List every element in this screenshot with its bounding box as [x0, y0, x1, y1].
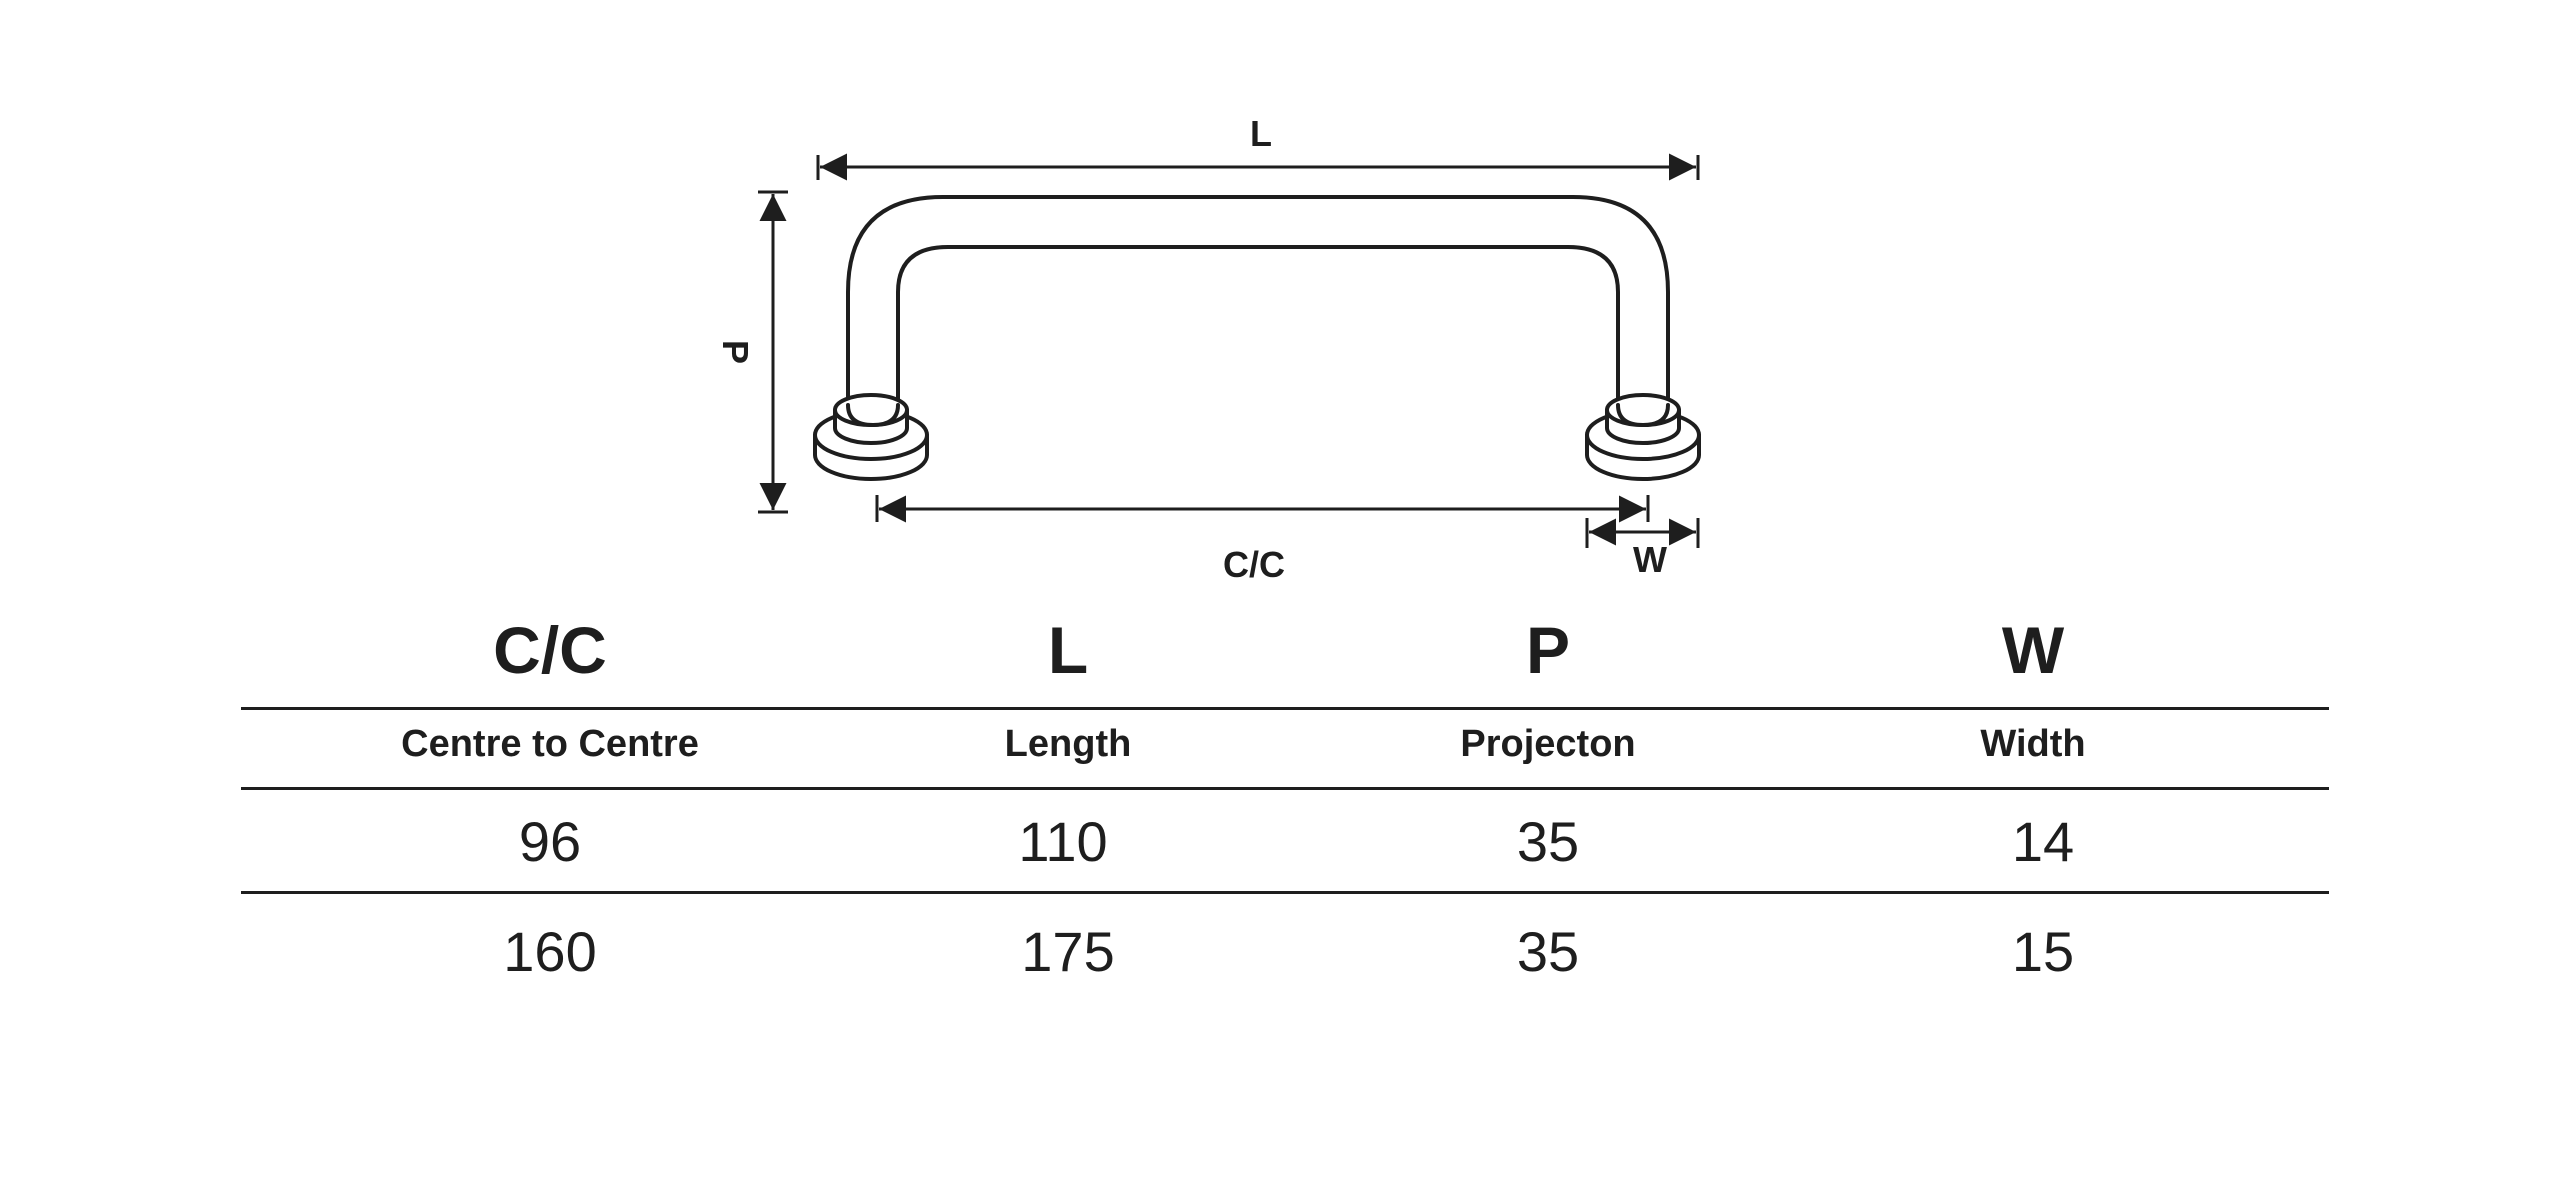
table-cell: 14: [2011, 810, 2075, 873]
projection-label: P: [715, 339, 756, 365]
header-p: P: [1525, 613, 1571, 687]
width-label: W: [1633, 539, 1667, 580]
table-cell: 160: [503, 920, 597, 983]
handle-outer-outline: [846, 195, 1670, 414]
header-l: L: [1047, 613, 1089, 687]
projection-dimension-line: [758, 190, 788, 514]
handle-inner-outline: [896, 245, 1620, 414]
table-cell: 35: [1516, 920, 1580, 983]
centre-dimension-line: [875, 495, 1650, 523]
table-cell: 110: [1018, 810, 1108, 873]
left-foot: [813, 393, 929, 481]
subheader-l: Length: [1004, 723, 1132, 765]
header-w: W: [2001, 613, 2065, 687]
width-dimension-line: [1585, 518, 1700, 548]
table-cell: 96: [518, 810, 582, 873]
subheader-cc: Centre to Centre: [401, 723, 699, 765]
centre-label: C/C: [1223, 544, 1285, 585]
table-cell: 15: [2011, 920, 2075, 983]
table-rule-top: [241, 707, 2329, 710]
table-cell: 35: [1516, 810, 1580, 873]
length-dimension-line: [816, 153, 1700, 181]
subheader-w: Width: [1980, 723, 2086, 765]
length-label: L: [1250, 113, 1272, 154]
header-cc: C/C: [493, 613, 607, 687]
table-rule-middle: [241, 787, 2329, 790]
right-foot: [1585, 393, 1701, 481]
table-cell: 175: [1021, 920, 1115, 983]
subheader-p: Projecton: [1460, 723, 1636, 765]
table-rule-bottom: [241, 891, 2329, 894]
